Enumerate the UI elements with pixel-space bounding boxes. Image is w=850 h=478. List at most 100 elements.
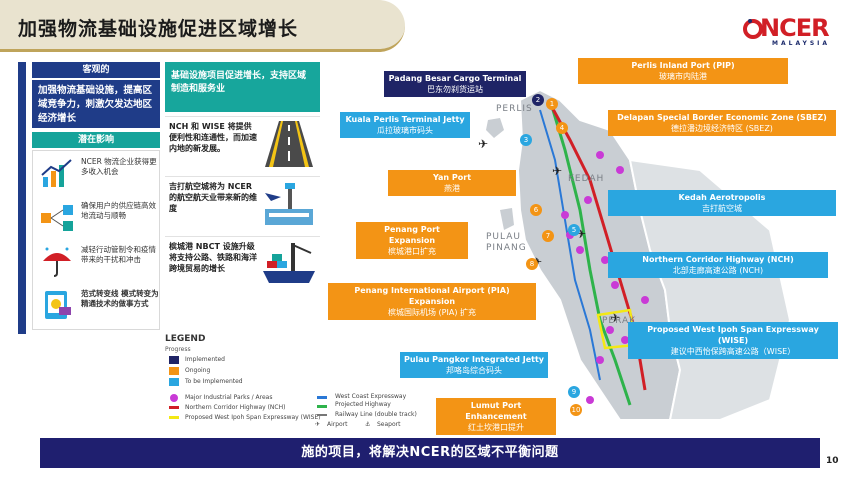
region-label-pulau: PULAU [486,232,521,242]
industrial-park-dot [596,356,604,364]
projected-highway-line-icon [317,405,327,408]
airport-row-text: 吉打航空城将为 NCER 的航空航天业带来新的维度 [169,182,257,213]
callout-subtitle: 槟城港口扩充 [388,247,436,256]
umbrella-icon [43,247,71,277]
marker-2: 2 [532,94,544,106]
impact-item: 减轻行动管制令和疫情带来的干扰和冲击 [37,241,159,281]
industrial-park-dot [616,166,624,174]
callout-title: Penang International Airport (PIA) Expan… [354,286,510,306]
legend-title: LEGEND [165,334,206,344]
airport-symbol-icon: ✈ [552,164,562,178]
region-label-kedah: KEDAH [568,174,605,184]
left-accent-stripe [18,62,26,334]
map-legend: LEGEND Progress Implemented Ongoing To b… [165,334,465,434]
airport-row: 吉打航空城将为 NCER 的航空航天业带来新的维度 [165,176,320,232]
seaport-symbol-icon: ⚓ [365,421,371,428]
industrial-park-dot [596,151,604,159]
highway-icon [265,121,313,167]
callout-yan-port: Yan Port 燕港 [388,170,516,196]
marker-7: 7 [542,230,554,242]
callout-nch: Northern Corridor Highway (NCH) 北部走廊高速公路… [608,252,828,278]
legend-status-label: To be Implemented [185,378,243,385]
marker-5: 5 [568,224,580,236]
marker-1: 1 [546,98,558,110]
region-label-perlis: PERLIS [496,104,533,114]
legend-swatch-ongoing [169,367,179,375]
callout-title: Kedah Aerotropolis [678,193,766,202]
callout-pangkor: Pulau Pangkor Integrated Jetty 邦咯岛综合码头 [400,352,548,378]
callout-subtitle: 北部走廊高速公路 (NCH) [672,266,764,275]
growth-chart-icon [41,159,72,187]
callout-delapan-sbez: Delapan Special Border Economic Zone (SB… [608,110,836,136]
railway-line-icon [317,414,327,416]
impact-item-text: NCER 物流企业获得更多收入机会 [81,157,157,176]
impact-heading: 潜在影响 [32,132,160,148]
callout-title: Northern Corridor Highway (NCH) [642,255,794,264]
callout-subtitle: 巴东勿刹货运站 [427,85,483,94]
ncer-logo: NCER MALAYSIA [742,12,842,52]
callout-title: Lumut Port Enhancement [465,401,527,421]
callout-kuala-perlis: Kuala Perlis Terminal Jetty 瓜拉玻璃市码头 [340,112,470,138]
legend-item-label: Northern Corridor Highway (NCH) [185,404,286,411]
callout-wise: Proposed West Ipoh Span Expressway (WISE… [628,322,838,359]
callout-title: Proposed West Ipoh Span Expressway (WISE… [647,325,819,345]
impact-item: 确保用户的供应链高效地流动与顺畅 [37,197,159,237]
legend-item-label: Proposed West Ipoh Span Expressway (WISE… [185,414,321,421]
region-label-pinang: PINANG [486,243,527,253]
nch-line-icon [169,406,179,409]
legend-right-label: Projected Highway [335,401,391,408]
infrastructure-summary: 基础设施项目促进增长，支持区域制造和服务业 [165,62,320,112]
logo-wordmark: NCER [760,14,830,42]
callout-subtitle: 槟城国际机场 (PIA) 扩充 [388,308,476,317]
page-title: 加强物流基础设施促进区域增长 [18,18,299,40]
marker-10: 10 [570,404,582,416]
callout-subtitle: 建议中西怡保跨高速公路（WISE） [670,347,796,356]
impact-item-text: 确保用户的供应链高效地流动与顺畅 [81,201,156,220]
callout-title: Yan Port [432,173,472,182]
industrial-park-dot [561,211,569,219]
penang-island [500,208,514,230]
callout-subtitle: 红土坎港口提升 [468,423,524,432]
tablet-icon [45,291,71,319]
impact-item: NCER 物流企业获得更多收入机会 [37,153,159,193]
legend-item-label: Major Industrial Parks / Areas [185,394,273,401]
marker-9: 9 [568,386,580,398]
port-row: 槟城港 NBCT 设施升级将支持公路、铁路和海洋跨境贸易的增长 [165,236,320,292]
industrial-park-dot [606,326,614,334]
title-bar [0,0,405,52]
west-coast-expressway-line-icon [317,396,327,399]
industrial-park-dot [586,396,594,404]
langkawi-island [486,118,504,138]
logo-circle-icon [743,19,763,39]
impact-item-text: 减轻行动管制令和疫情带来的干扰和冲击 [81,245,156,264]
wise-line-icon [169,416,179,419]
callout-subtitle: 玻璃市内陆港 [659,72,707,81]
callout-subtitle: 燕港 [444,184,460,193]
callout-padang-besar: Padang Besar Cargo Terminal 巴东勿刹货运站 [384,71,526,97]
objective-text: 加强物流基础设施，提高区域竞争力，刺激欠发达地区经济增长 [32,80,160,128]
industrial-parks [561,151,649,404]
industrial-park-dot [641,296,649,304]
west-coast-expressway-route [539,109,601,381]
highway-row-text: NCH 和 WISE 将提供便利性和连通性，而加速内地的新发展。 [169,122,257,153]
industrial-park-dot [621,336,629,344]
region-label-perak: PERAK [602,316,637,326]
industrial-park-dot [576,246,584,254]
marker-8: 8 [526,258,538,270]
marker-6: 6 [530,204,542,216]
airport-icon [265,183,313,225]
objective-heading: 客观的 [32,62,160,78]
legend-right-label: West Coast Expressway [335,393,407,400]
impact-list: NCER 物流企业获得更多收入机会 确保用户的供应链高效地流动与顺畅 减轻行动管… [32,150,160,330]
callout-subtitle: 德拉潘边境经济特区 (SBEZ) [671,124,773,133]
callout-title: Pulau Pangkor Integrated Jetty [404,355,544,364]
projected-highway-route [548,99,632,406]
callout-title: Perlis Inland Port (PIP) [631,61,735,70]
airport-symbol-icon: ✈ [576,227,586,241]
callout-title: Delapan Special Border Economic Zone (SB… [617,113,827,122]
industrial-park-dot-icon [170,394,178,402]
legend-right-label: Railway Line (double track) [335,411,417,418]
airport-symbol-icon: ✈ [610,311,620,325]
callout-lumut: Lumut Port Enhancement 红土坎港口提升 [436,398,556,435]
callout-perlis-inland-port: Perlis Inland Port (PIP) 玻璃市内陆港 [578,58,788,84]
